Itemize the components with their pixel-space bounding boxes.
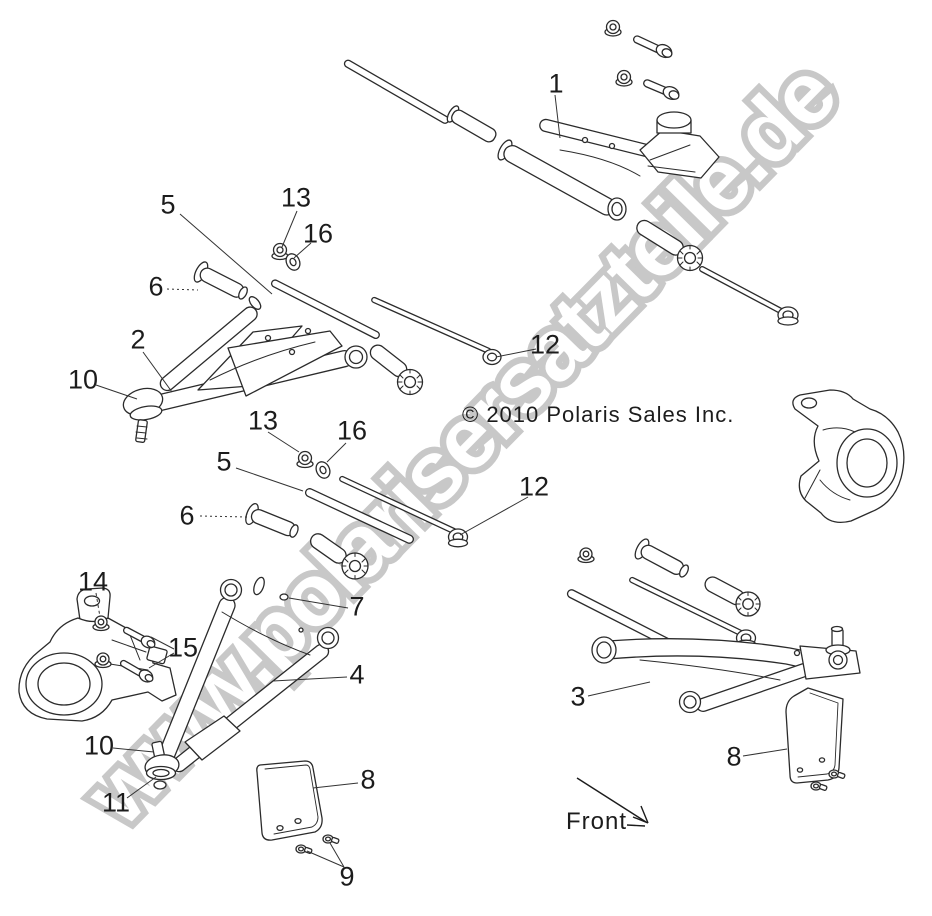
- callout-14: 14: [77, 566, 109, 597]
- callout-12-upper: 12: [529, 329, 561, 360]
- callout-6-upper: 6: [148, 271, 164, 302]
- callout-10-upper: 10: [67, 364, 99, 395]
- callout-11: 11: [101, 787, 131, 818]
- callout-2: 2: [130, 324, 146, 355]
- callout-4: 4: [349, 659, 365, 690]
- washer-icon: [315, 461, 331, 479]
- upper-a-arm-right: [497, 111, 720, 221]
- callout-8-left: 8: [360, 764, 376, 795]
- callout-6-lower: 6: [179, 500, 195, 531]
- callout-13-upper: 13: [280, 182, 312, 213]
- lock-nut-icon: [271, 242, 289, 261]
- long-pivot-bolt: [699, 266, 799, 326]
- pivot-shaft-top: [343, 59, 497, 143]
- bolt-icon: [119, 659, 154, 683]
- callout-3: 3: [570, 681, 586, 712]
- callout-1: 1: [548, 68, 564, 99]
- screw-icon: [810, 781, 828, 791]
- callout-8-right: 8: [726, 741, 742, 772]
- lock-nut-icon: [296, 450, 314, 469]
- steering-knuckle-right: [792, 389, 905, 524]
- front-arrow: [576, 777, 649, 827]
- front-label: Front: [566, 808, 628, 835]
- lower-a-arm-left: [144, 576, 340, 790]
- flange-nut-icon: [94, 652, 112, 669]
- lower-a-arm-right: [591, 625, 861, 714]
- callout-15: 15: [167, 632, 199, 663]
- callout-10-lower: 10: [83, 730, 115, 761]
- long-bolt-shaft: [371, 296, 502, 366]
- steering-knuckle-left: [18, 587, 177, 722]
- pivot-shaft: [270, 279, 424, 396]
- callout-16-lower: 16: [336, 415, 368, 446]
- callout-13-lower: 13: [247, 405, 279, 436]
- upper-a-arm-left: [122, 296, 368, 443]
- bushing-sleeve: [193, 261, 248, 300]
- callout-leader-lines: [95, 94, 788, 868]
- bolt-icon: [122, 626, 156, 649]
- screw-icon: [295, 844, 313, 854]
- callout-5-lower: 5: [216, 446, 232, 477]
- guard-plate-right: [785, 687, 844, 784]
- callout-7: 7: [349, 591, 365, 622]
- callout-5-upper: 5: [160, 189, 176, 220]
- bolt-icon: [633, 35, 673, 59]
- pivot-shaft: [304, 488, 414, 580]
- flange-nut-icon: [604, 19, 622, 37]
- screw-icon: [322, 834, 340, 844]
- guard-plate-left: [256, 760, 323, 841]
- flange-nut-icon: [577, 547, 595, 564]
- flange-nut-icon: [615, 69, 633, 87]
- bolt-icon: [643, 79, 680, 100]
- copyright-text: © 2010 Polaris Sales Inc.: [462, 402, 735, 427]
- washer-icon: [285, 253, 301, 271]
- bushing-sleeve: [634, 538, 689, 578]
- pivot-bolt-sleeve: [636, 219, 704, 272]
- screw-icon: [828, 769, 846, 779]
- flange-nut-icon: [92, 615, 110, 632]
- callout-16-upper: 16: [302, 218, 334, 249]
- bushing-sleeve: [245, 502, 299, 538]
- long-bolt-shaft: [339, 475, 469, 548]
- callout-9: 9: [339, 861, 355, 892]
- callout-12-lower: 12: [518, 471, 550, 502]
- bushing-sleeve: [704, 576, 761, 617]
